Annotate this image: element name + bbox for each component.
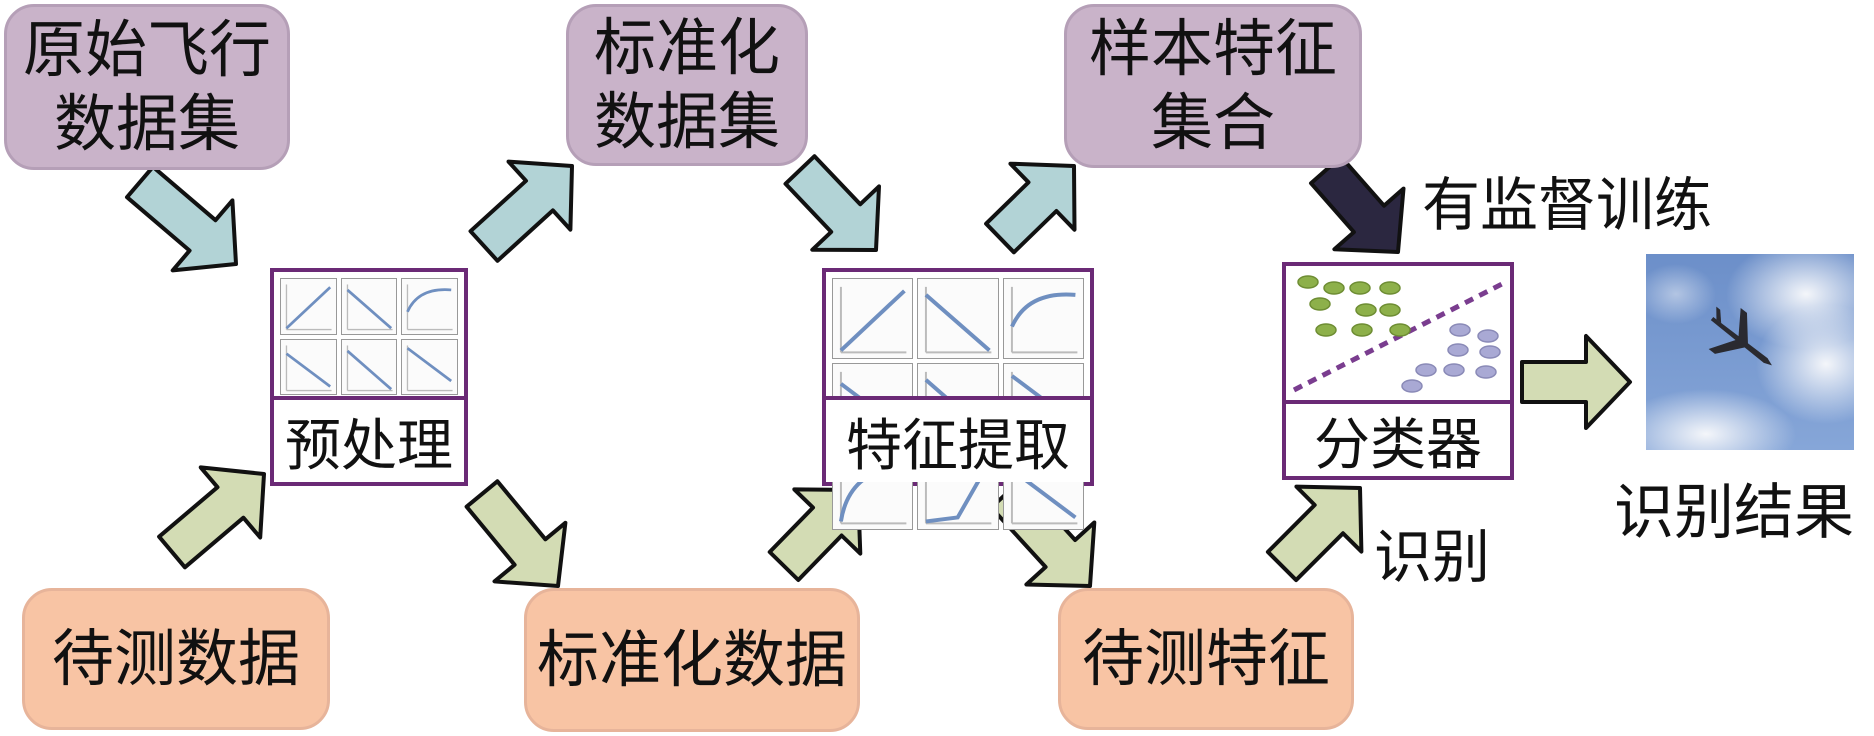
plot-thumbnails-icon bbox=[832, 278, 1084, 531]
raw-flight-dataset-box: 原始飞行 数据集 bbox=[4, 4, 290, 170]
sample-feature-set-box: 样本特征 集合 bbox=[1064, 4, 1362, 168]
arrow-preprocess-to-stddataset bbox=[468, 159, 574, 263]
classifier-label: 分类器 bbox=[1286, 400, 1510, 478]
test-data-box: 待测数据 bbox=[22, 588, 330, 730]
mini-plot-icon bbox=[401, 278, 458, 335]
classifier-module: 分类器 bbox=[1282, 262, 1514, 480]
mini-plot-icon bbox=[280, 338, 337, 396]
mini-plot-icon bbox=[917, 278, 999, 360]
arrow-test-to-preprocess bbox=[157, 465, 266, 570]
plot-thumbnails-icon bbox=[280, 278, 458, 457]
feature-extraction-module: 特征提取 bbox=[822, 268, 1094, 531]
preprocess-module: 预处理 bbox=[270, 268, 468, 486]
arrow-featureset-to-classifier bbox=[1309, 154, 1406, 254]
mini-plot-icon bbox=[340, 278, 398, 335]
test-features-box: 待测特征 bbox=[1058, 588, 1354, 730]
mini-plot-icon bbox=[1002, 278, 1084, 360]
mini-plot-icon bbox=[280, 278, 337, 335]
scatter-separation-icon bbox=[1292, 275, 1504, 393]
recognize-label: 识别 bbox=[1374, 523, 1491, 591]
arrow-preprocess-to-stddata bbox=[464, 479, 568, 588]
mini-plot-icon bbox=[832, 278, 914, 360]
recognition-result-label: 识别结果 bbox=[1614, 478, 1854, 548]
feature-extraction-label: 特征提取 bbox=[826, 396, 1090, 482]
preprocess-label: 预处理 bbox=[274, 396, 464, 482]
arrow-raw-to-preprocess bbox=[125, 164, 238, 273]
arrow-extract-to-featureset bbox=[984, 161, 1077, 255]
standardized-dataset-box: 标准化 数据集 bbox=[566, 4, 808, 166]
mini-plot-icon bbox=[401, 338, 458, 396]
arrow-classifier-to-result bbox=[1520, 334, 1632, 430]
aircraft-in-sky-photo bbox=[1646, 254, 1854, 450]
mini-plot-icon bbox=[340, 338, 398, 396]
arrow-stddataset-to-extract bbox=[783, 154, 881, 252]
arrow-testfeatures-to-classifier bbox=[1265, 484, 1364, 583]
standardized-data-box: 标准化数据 bbox=[524, 588, 860, 732]
supervised-training-label: 有监督训练 bbox=[1422, 171, 1713, 239]
